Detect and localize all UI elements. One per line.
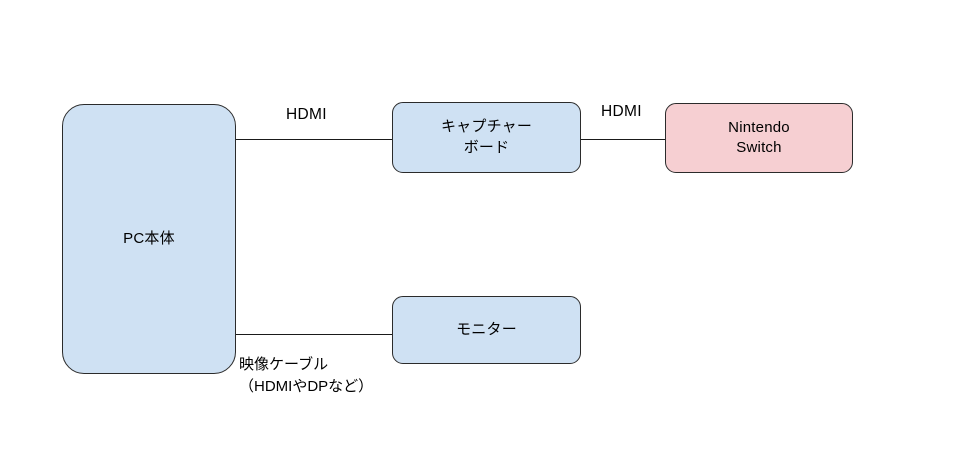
node-nintendo-switch[interactable]: Nintendo Switch <box>665 103 853 173</box>
edge-capture-board-to-nintendo-switch <box>581 138 665 140</box>
node-capture-board[interactable]: キャプチャー ボード <box>392 102 581 173</box>
edge-pc-to-monitor <box>236 333 392 335</box>
edge-label-pc-to-monitor: 映像ケーブル （HDMIやDPなど） <box>239 356 374 395</box>
node-pc[interactable]: PC本体 <box>62 104 236 374</box>
edge-label-capture-board-to-nintendo-switch: HDMI <box>601 103 642 120</box>
edge-label-pc-to-capture-board: HDMI <box>286 106 327 123</box>
node-monitor[interactable]: モニター <box>392 296 581 364</box>
edge-pc-to-capture-board <box>236 138 392 140</box>
